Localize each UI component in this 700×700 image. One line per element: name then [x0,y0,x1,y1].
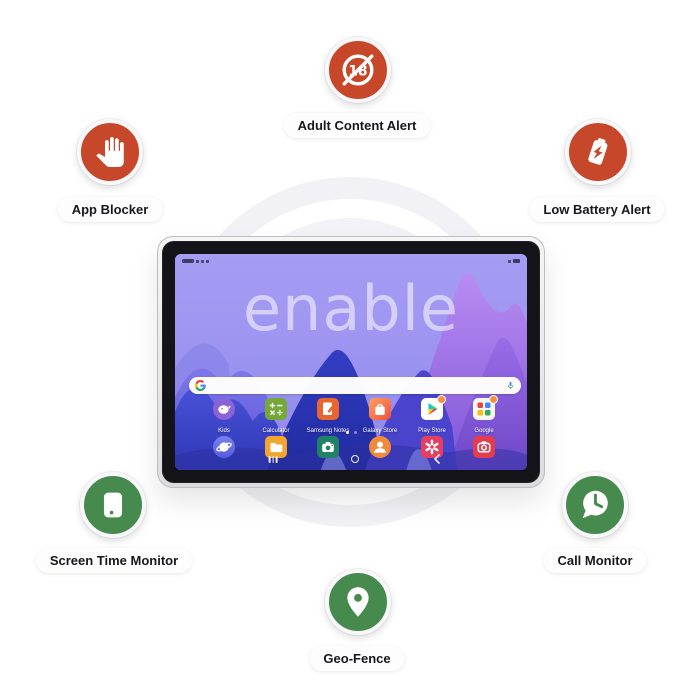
feature-label-text: Call Monitor [557,553,633,568]
low-battery-alert-badge [565,119,631,185]
tablet-home-screen: enable [175,254,527,470]
app-galaxy-store[interactable]: Galaxy Store [358,398,402,434]
camera-video-app-icon[interactable] [473,436,495,458]
camera-app-icon[interactable] [317,436,339,458]
tablet-bezel: enable [162,241,540,483]
battery-bolt-icon [588,138,608,165]
samsung-internet-icon[interactable] [213,436,235,458]
gallery-app-icon[interactable] [421,436,443,458]
app-play-store[interactable]: Play Store [410,396,454,434]
notification-badge [438,396,445,403]
feature-label-text: App Blocker [71,202,149,217]
app-calculator[interactable]: Calculator [254,398,298,434]
stop-hand-icon [96,137,124,167]
feature-label-text: Low Battery Alert [543,202,651,217]
geo-fence-badge [325,569,391,635]
calculator-app-icon [265,398,287,420]
home-icon[interactable] [351,454,359,464]
adult-content-alert-badge: 18 [325,37,391,103]
call-monitor-label: Call Monitor [543,548,647,573]
app-label: Play Store [418,428,446,434]
navigation-bar [175,454,527,464]
tablet-device: enable [157,236,545,488]
no-under-18-icon: 18 [342,54,374,86]
home-page-indicator [175,431,527,434]
app-blocker-badge [77,119,143,185]
geo-fence-label: Geo-Fence [309,646,405,671]
google-folder-app-icon [473,398,495,420]
feature-label-text: Geo-Fence [323,651,391,666]
location-pin-icon [347,587,369,617]
google-search-bar[interactable] [189,377,521,394]
samsung-notes-app-icon [317,398,339,420]
app-label: Google [474,428,494,434]
app-blocker-label: App Blocker [57,197,163,222]
status-icons-left [182,259,209,263]
low-battery-alert-label: Low Battery Alert [529,197,665,222]
status-icons-right [508,259,520,263]
call-monitor-badge [562,472,628,538]
app-label: Galaxy Store [362,428,398,434]
galaxy-store-app-icon [369,398,391,420]
mic-icon [507,381,514,389]
feature-label-text: Screen Time Monitor [49,553,179,568]
app-google-folder[interactable]: Google [462,396,506,434]
wallpaper-brand-text: enable [242,272,460,345]
contacts-app-icon[interactable] [369,436,391,458]
screen-time-monitor-label: Screen Time Monitor [35,548,193,573]
kids-app-icon [213,398,235,420]
app-label: Calculator [262,428,290,434]
notification-badge [490,396,497,403]
tablet-screen-icon [103,492,123,518]
play-store-app-icon [421,398,443,420]
app-label: Samsung Notes [306,428,350,434]
back-icon[interactable] [434,454,441,464]
google-g-icon [195,380,206,391]
app-samsung-notes[interactable]: Samsung Notes [306,398,350,434]
app-kids[interactable]: Kids [202,398,246,434]
recents-icon[interactable] [268,454,278,464]
feature-label-text: Adult Content Alert [297,118,417,133]
adult-content-alert-label: Adult Content Alert [283,113,431,138]
app-label: Kids [218,428,230,434]
screen-time-monitor-badge [80,472,146,538]
my-files-icon[interactable] [265,436,287,458]
chat-bubble-clock-icon [582,490,608,519]
